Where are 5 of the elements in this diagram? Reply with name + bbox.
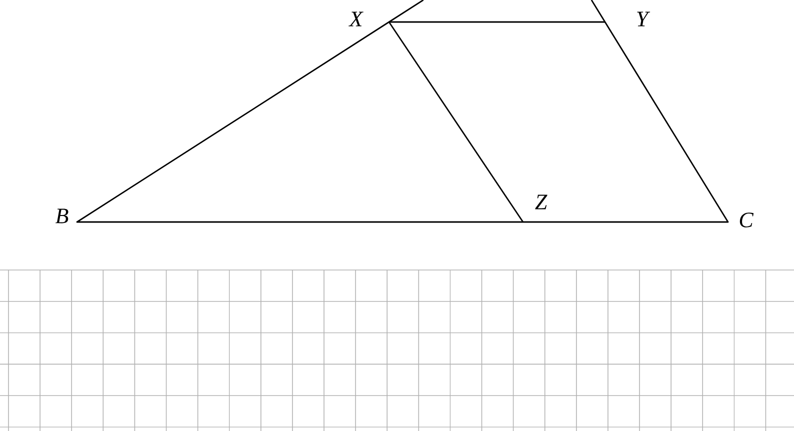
vertex-label: Y (637, 12, 650, 26)
vertex-label: B (55, 208, 68, 224)
vertex-label: X (348, 12, 364, 26)
vertex-label: C (740, 212, 754, 228)
vertex-label: Z (535, 194, 548, 210)
